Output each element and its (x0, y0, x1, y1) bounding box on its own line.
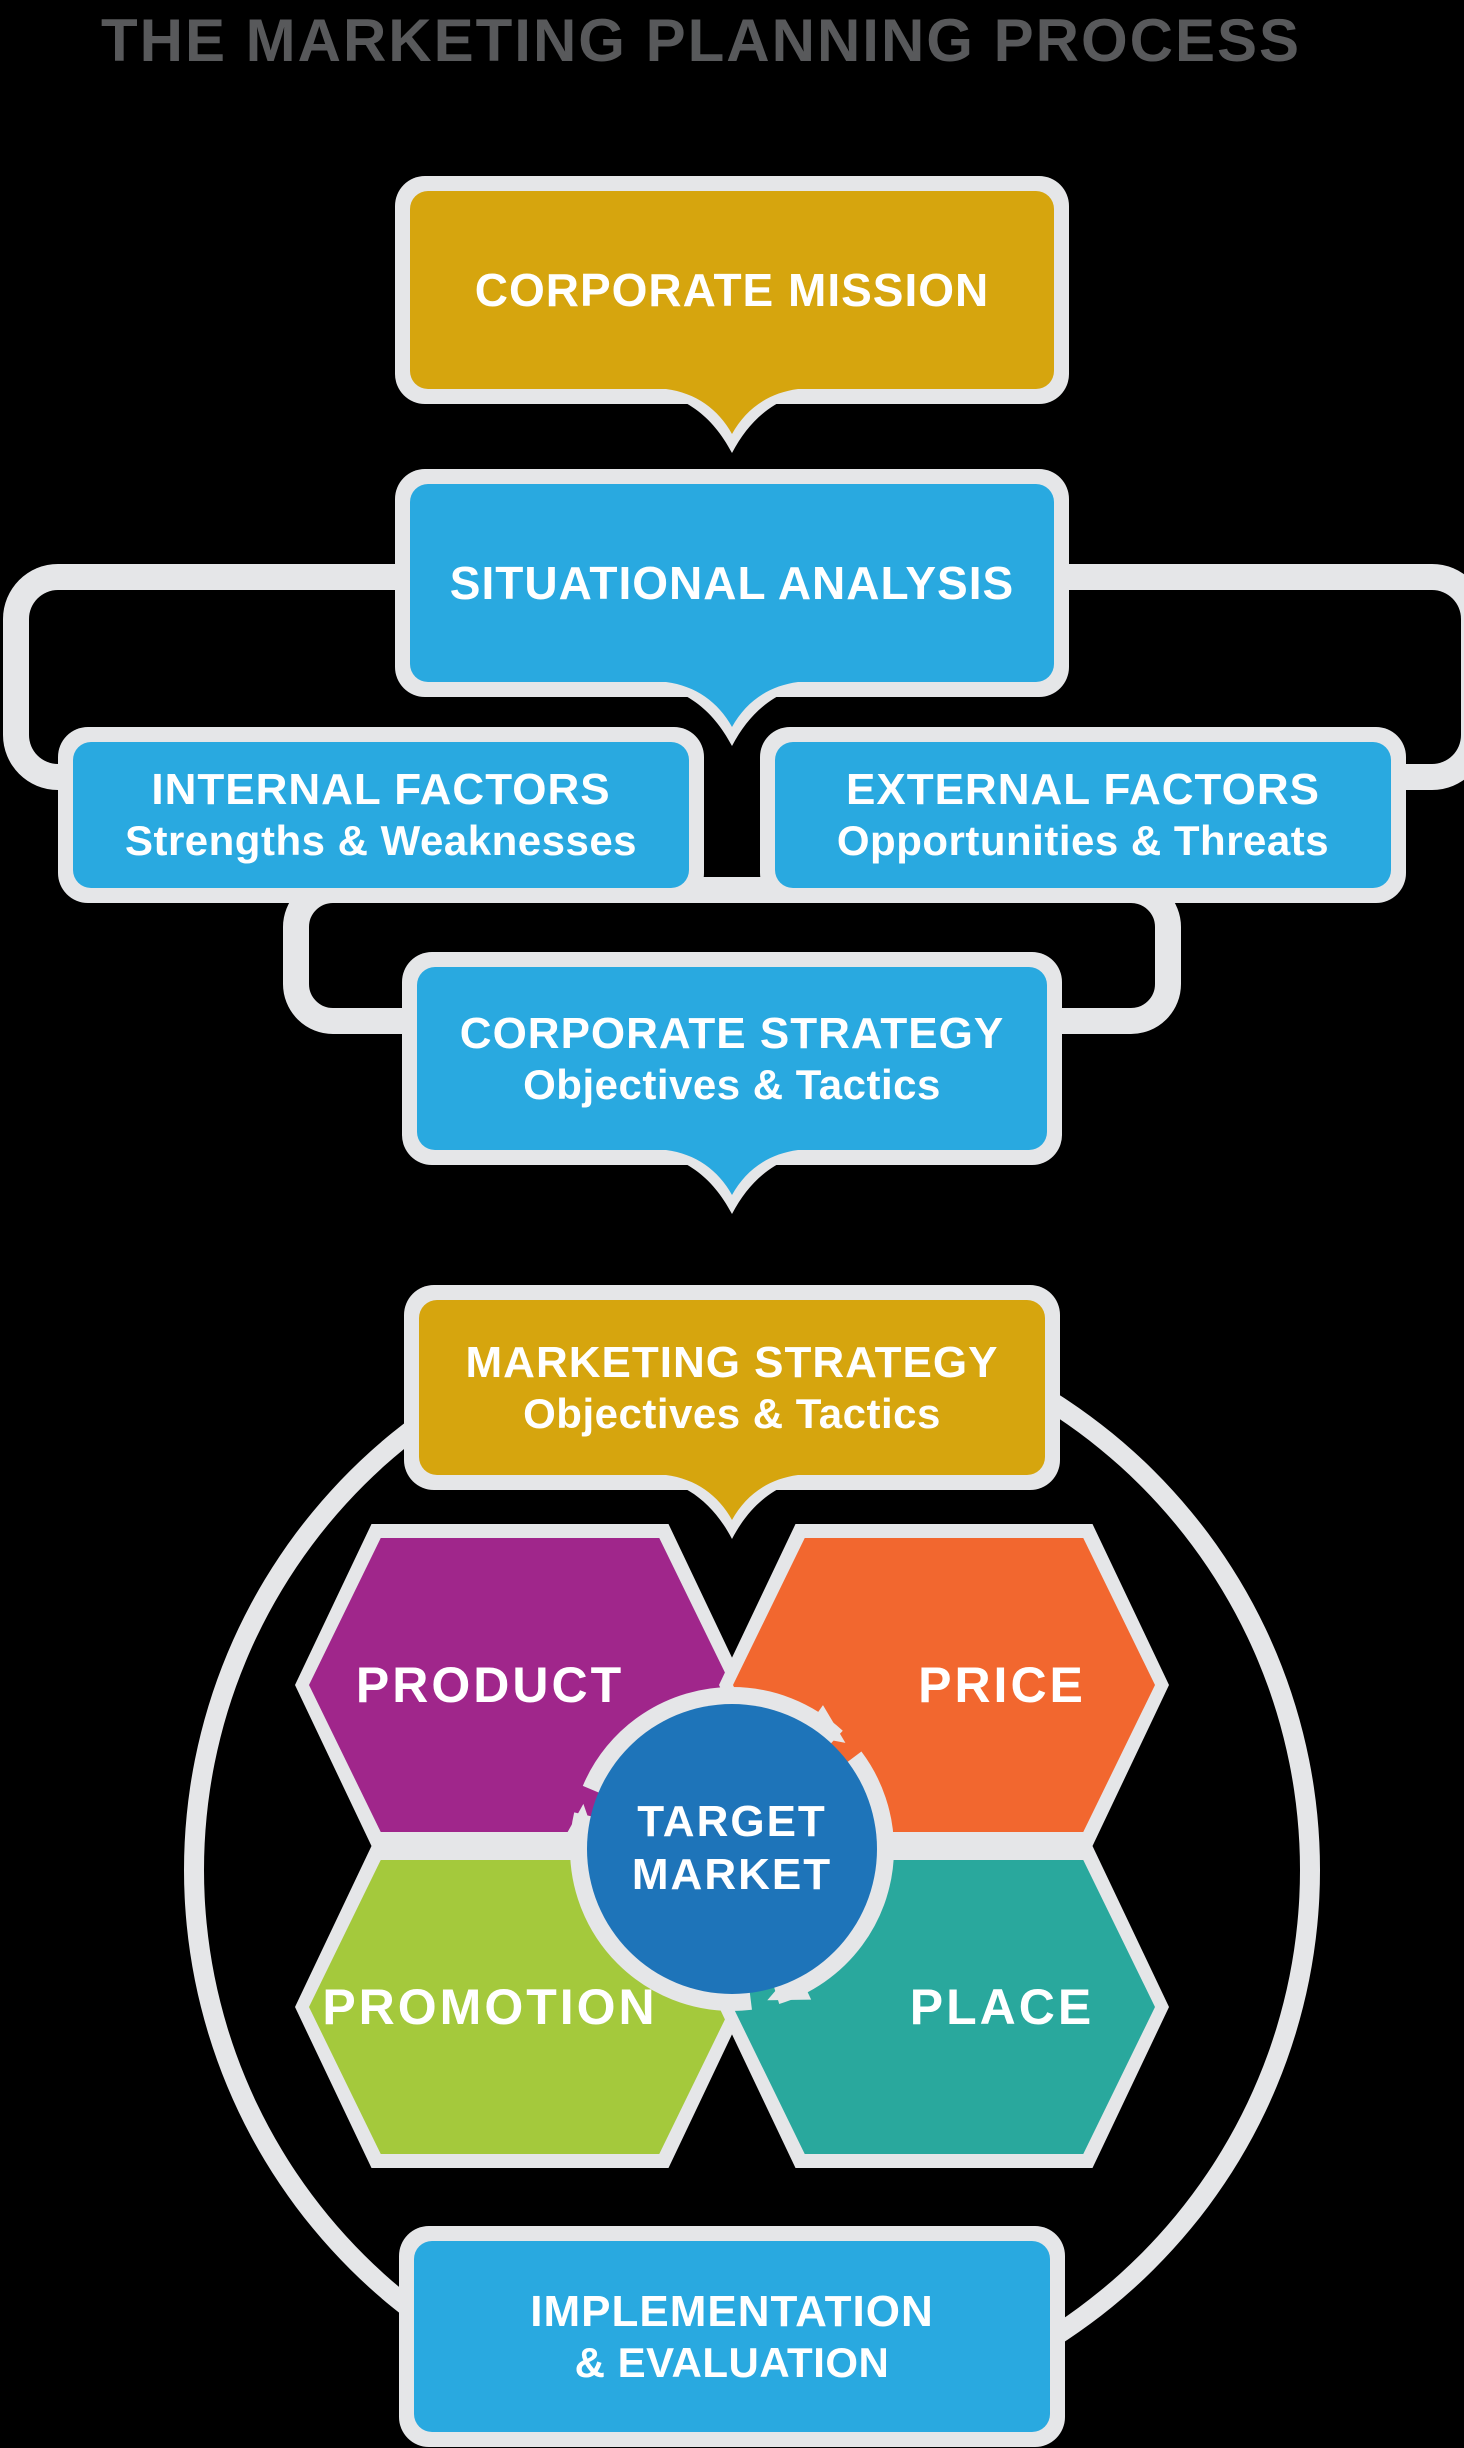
place-label: PLACE (909, 1979, 1095, 2035)
box-situational-analysis: SITUATIONAL ANALYSIS (395, 469, 1069, 697)
implementation-title: IMPLEMENTATION (530, 2286, 934, 2336)
box-corporate-mission: CORPORATE MISSION (395, 176, 1069, 404)
box-marketing-strategy: MARKETING STRATEGY Objectives & Tactics (404, 1285, 1060, 1490)
box-external-factors: EXTERNAL FACTORS Opportunities & Threats (760, 727, 1406, 903)
promotion-label: PROMOTION (322, 1979, 658, 2035)
corporate-mission-label: CORPORATE MISSION (474, 263, 990, 316)
box-corporate-strategy: CORPORATE STRATEGY Objectives & Tactics (402, 952, 1062, 1165)
tail-marketing-strategy (642, 1475, 822, 1539)
marketing-strategy-subtitle: Objectives & Tactics (523, 1389, 941, 1437)
product-label: PRODUCT (355, 1657, 625, 1713)
box-internal-factors: INTERNAL FACTORS Strengths & Weaknesses (58, 727, 704, 903)
internal-factors-subtitle: Strengths & Weaknesses (124, 817, 638, 865)
target-market-line2: MARKET (631, 1850, 833, 1899)
tail-situational-analysis (642, 682, 822, 746)
target-market-circle: TARGET MARKET (587, 1704, 877, 1994)
internal-factors-title: INTERNAL FACTORS (151, 765, 611, 815)
external-factors-subtitle: Opportunities & Threats (836, 817, 1330, 865)
corporate-strategy-title: CORPORATE STRATEGY (459, 1008, 1005, 1058)
external-factors-title: EXTERNAL FACTORS (846, 765, 1320, 815)
marketing-strategy-title: MARKETING STRATEGY (465, 1337, 999, 1387)
target-market-line1: TARGET (637, 1797, 827, 1847)
tail-corporate-mission (642, 389, 822, 453)
price-label: PRICE (918, 1657, 1086, 1713)
corporate-strategy-subtitle: Objectives & Tactics (523, 1060, 941, 1108)
box-implementation-evaluation: IMPLEMENTATION & EVALUATION (399, 2226, 1065, 2447)
implementation-subtitle: & EVALUATION (574, 2338, 890, 2386)
page-title: THE MARKETING PLANNING PROCESS (100, 7, 1302, 74)
tail-corporate-strategy (642, 1150, 822, 1214)
situational-analysis-label: SITUATIONAL ANALYSIS (449, 556, 1015, 609)
